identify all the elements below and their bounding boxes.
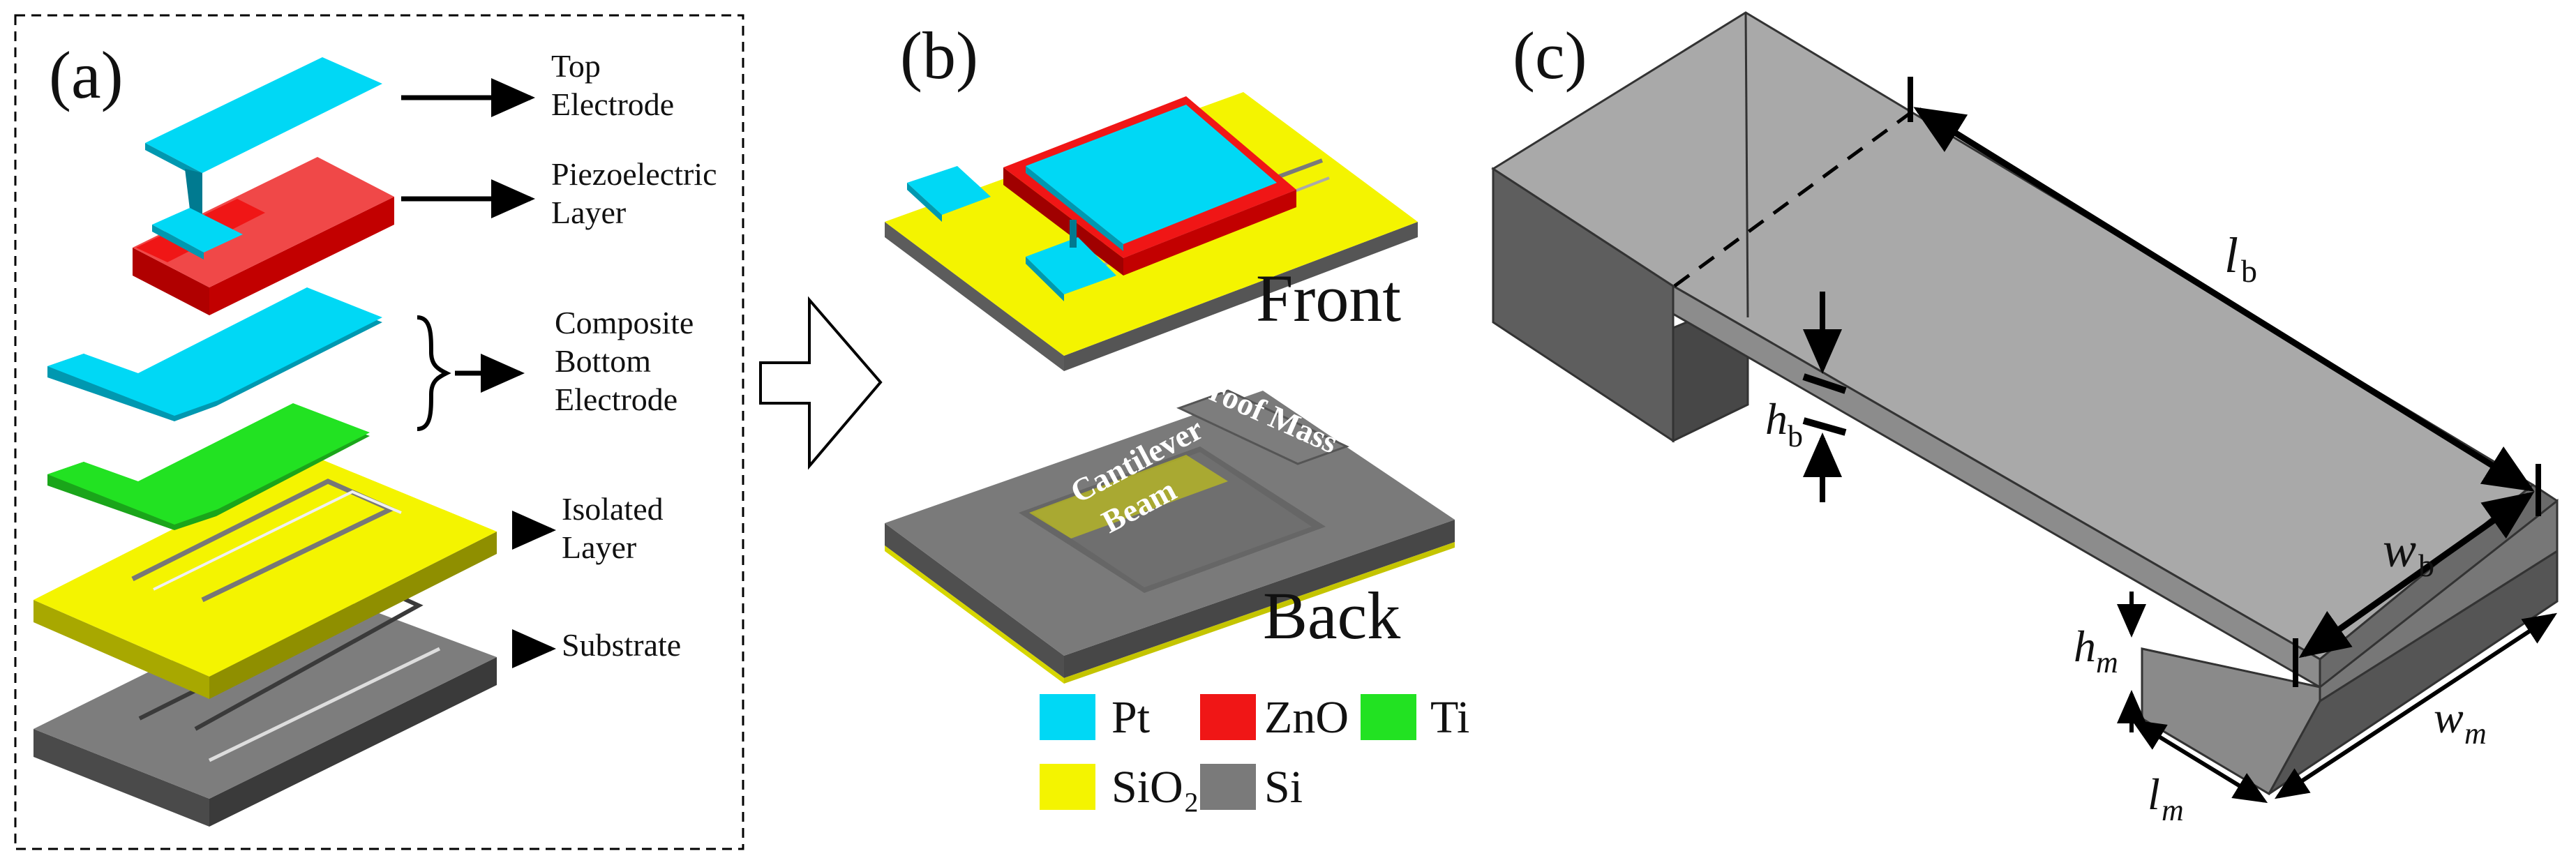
legend-swatch-zno <box>1200 694 1256 740</box>
legend-swatch-sio2 <box>1040 764 1095 810</box>
panel-a: (a) <box>14 14 744 850</box>
legend-label-pt: Pt <box>1111 692 1150 743</box>
dim-lb-symbol: l <box>2224 227 2238 283</box>
brace-bottom-electrode <box>417 315 451 431</box>
layer-isolated <box>33 457 497 699</box>
legend-swatch-pt <box>1040 694 1095 740</box>
legend-label-zno: ZnO <box>1264 692 1349 743</box>
dim-hb-symbol: h <box>1765 394 1788 444</box>
dim-wm-symbol: w <box>2434 693 2464 742</box>
back-device <box>885 389 1455 684</box>
panel-c-label: (c) <box>1513 18 1587 93</box>
label-bottom-electrode-2: Bottom <box>555 343 651 379</box>
process-arrow <box>759 296 883 470</box>
dim-lb-arrow <box>1913 107 2535 492</box>
label-substrate: Substrate <box>562 627 681 663</box>
dim-lm-sub: m <box>2162 793 2184 827</box>
panel-b-label: (b) <box>900 18 978 93</box>
dim-lm-symbol: l <box>2148 769 2160 819</box>
dim-hm-sub: m <box>2096 645 2118 679</box>
label-piezoelectric-1: Piezoelectric <box>551 156 717 192</box>
panel-c: (c) l b w b h b <box>1491 11 2559 827</box>
dim-wb-symbol: w <box>2383 522 2416 578</box>
label-isolated-1: Isolated <box>562 491 664 527</box>
dim-wm-sub: m <box>2464 716 2487 751</box>
layer-ti <box>47 403 370 530</box>
panel-b: (b) Front <box>885 18 1469 813</box>
panel-a-dashed-frame <box>14 14 744 850</box>
dim-hm-symbol: h <box>2074 622 2096 671</box>
legend-swatch-ti <box>1361 694 1416 740</box>
dim-lb-sub: b <box>2241 253 2257 289</box>
legend-label-si: Si <box>1264 762 1303 813</box>
label-isolated-2: Layer <box>562 529 636 565</box>
legend-label-sio2: SiO₂ <box>1111 762 1199 813</box>
label-piezoelectric-2: Layer <box>551 195 626 230</box>
label-bottom-electrode-3: Electrode <box>555 382 677 417</box>
layer-top-electrode <box>145 57 382 259</box>
dim-hb-sub: b <box>1788 419 1803 453</box>
dim-wm-arrow <box>2274 612 2558 799</box>
panel-a-label: (a) <box>49 38 123 112</box>
label-top-electrode-1: Top <box>551 48 601 84</box>
legend-swatch-si <box>1200 764 1256 810</box>
front-device <box>885 92 1418 371</box>
legend-label-ti: Ti <box>1430 692 1469 743</box>
label-bottom-electrode-1: Composite <box>555 305 694 340</box>
layer-substrate <box>33 589 497 827</box>
anchor-boundary-line <box>1673 111 1912 288</box>
dim-wb-sub: b <box>2418 548 2434 583</box>
label-top-electrode-2: Electrode <box>551 86 674 122</box>
dim-lm-arrow <box>2131 719 2268 804</box>
front-label: Front <box>1256 261 1401 336</box>
layer-bottom-electrode <box>47 287 382 421</box>
back-label: Back <box>1263 578 1400 653</box>
materials-legend: Pt ZnO Ti SiO₂ Si <box>1040 692 1469 813</box>
